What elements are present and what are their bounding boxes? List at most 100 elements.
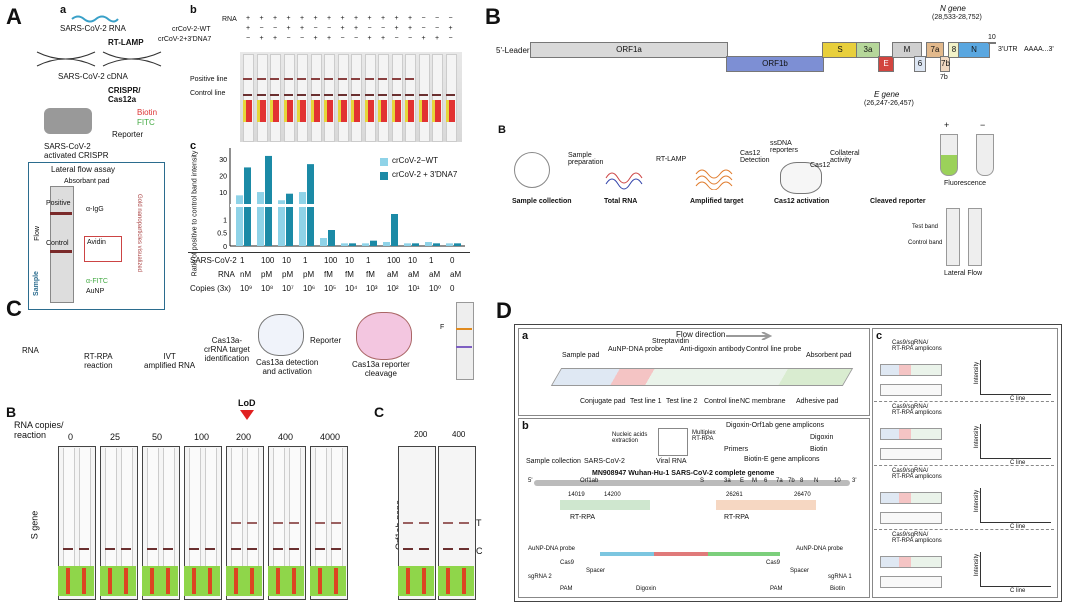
sg1-label: sgRNA 1 — [828, 574, 852, 580]
strip — [351, 54, 362, 142]
flow-arrow-icon — [726, 332, 773, 340]
unit-cell: aM — [429, 270, 441, 279]
sign-cell: + — [246, 15, 251, 22]
samplecol-label: Sample collection — [526, 458, 581, 465]
bio-e-label: Biotin-E gene amplicons — [744, 456, 820, 463]
panel-d-sub-c: c — [876, 330, 883, 342]
sign-cell: − — [367, 25, 372, 32]
sign-cell: + — [354, 25, 359, 32]
lfa-strip — [50, 186, 74, 303]
panel-a-letter: A — [6, 4, 22, 29]
control-band — [63, 548, 73, 550]
test-band — [315, 522, 325, 524]
sars-cell: 1 — [366, 256, 371, 265]
sign-cell: − — [286, 35, 291, 42]
dc-plot — [980, 552, 1051, 587]
test-band — [247, 522, 257, 524]
genome-gene-label: 10 — [834, 478, 841, 484]
red-mark — [108, 568, 112, 594]
strip — [147, 448, 159, 596]
tl1-label: Test line 1 — [630, 398, 662, 405]
control-band — [405, 94, 414, 96]
multiplex-label: Multiplex RT-RPA — [692, 430, 716, 442]
n-gene-label: N gene — [940, 4, 966, 13]
strip — [105, 448, 117, 596]
positive-band — [270, 78, 279, 80]
yellow-edge — [243, 100, 246, 122]
positive-band — [391, 78, 401, 80]
cleave-cell-icon — [356, 312, 412, 360]
dc-plot — [980, 488, 1051, 523]
panel-d-frame — [514, 324, 1062, 602]
dc-strip — [880, 556, 942, 568]
sign-cell: − — [421, 15, 426, 22]
panel-d-letter: D — [496, 298, 512, 323]
dc-row-label: Cas9/sgRNA/ RT-RPA amplicons — [892, 532, 942, 544]
absorbent-pad-label: Absorbant pad — [64, 178, 110, 185]
copies-cell: 10¹ — [408, 284, 420, 293]
sign-cell: + — [273, 15, 278, 22]
viral-rna-label: Viral RNA — [656, 458, 687, 465]
dc-divider — [874, 465, 1054, 466]
flowdir-label: Flow direction — [676, 330, 726, 339]
plus-sign: + — [944, 120, 950, 130]
red-mark — [292, 568, 296, 594]
positive-band — [243, 78, 252, 80]
utr-label: 3'UTR — [998, 46, 1018, 53]
panel-d-sub-b: b — [522, 420, 529, 432]
y-tick-label: 10 — [219, 190, 227, 197]
genome-gene-label: 7a — [776, 478, 783, 484]
sign-cell: − — [421, 25, 426, 32]
strip — [445, 54, 457, 142]
e-gene-label: E gene — [874, 90, 900, 99]
lfa-box: Lateral flow assay — [28, 162, 165, 310]
arrow3-label: Cas12 Detection — [740, 150, 770, 164]
yellow-edge — [256, 100, 260, 122]
gene-6: 6 — [914, 56, 926, 72]
strip — [391, 54, 403, 142]
control-band — [121, 548, 131, 550]
sign-cell: − — [340, 35, 345, 42]
red-mark — [66, 568, 70, 594]
bar — [299, 192, 306, 246]
control-band — [231, 548, 241, 550]
panel-c-sub-b: B — [6, 404, 17, 420]
strip — [432, 54, 443, 142]
red-pad — [310, 100, 320, 122]
gene-3a: 3a — [856, 42, 880, 58]
bar — [257, 192, 264, 246]
genome-gene-label: N — [814, 478, 819, 484]
copies-col: 50 — [152, 432, 163, 442]
lfa-positive-band — [50, 212, 72, 215]
bar — [278, 200, 285, 246]
coord-26470: 26470 — [794, 492, 811, 498]
tube-positive — [940, 134, 958, 176]
red-mark — [318, 568, 322, 594]
copies-col: 25 — [110, 432, 121, 442]
copies-cell: 10⁶ — [303, 284, 316, 293]
sample-pad-label: Sample pad — [562, 352, 600, 359]
positive-band — [351, 78, 360, 80]
axis-break — [230, 204, 465, 207]
sign-cell: + — [246, 25, 251, 32]
c-rna-label: RNA — [22, 346, 39, 355]
aunp-right-label: AuNP-DNA probe — [796, 546, 844, 552]
coord-14019: 14019 — [568, 492, 585, 498]
c-strip-purple-band — [456, 346, 472, 348]
bar — [383, 242, 390, 246]
nucleic-label: Nucleic acids extraction — [612, 432, 648, 444]
dc-row-label: Cas9/sgRNA/ RT-RPA amplicons — [892, 404, 942, 416]
strip — [63, 448, 75, 596]
fluorescence-label: Fluorescence — [944, 180, 987, 187]
red-pad — [432, 100, 441, 122]
red-mark — [124, 568, 128, 594]
dc-cline-label: C line — [1010, 396, 1026, 402]
gene-orf1b: ORF1b — [726, 56, 824, 72]
sequence-bar — [600, 552, 780, 556]
strip — [378, 54, 389, 142]
arrow4-label: Collateral activity — [830, 150, 860, 164]
cleaved-reporter-label: Cleaved reporter — [870, 198, 926, 205]
y-tick-label: 0 — [223, 244, 227, 250]
control-band — [378, 94, 387, 96]
c-copies-400: 400 — [452, 430, 466, 439]
